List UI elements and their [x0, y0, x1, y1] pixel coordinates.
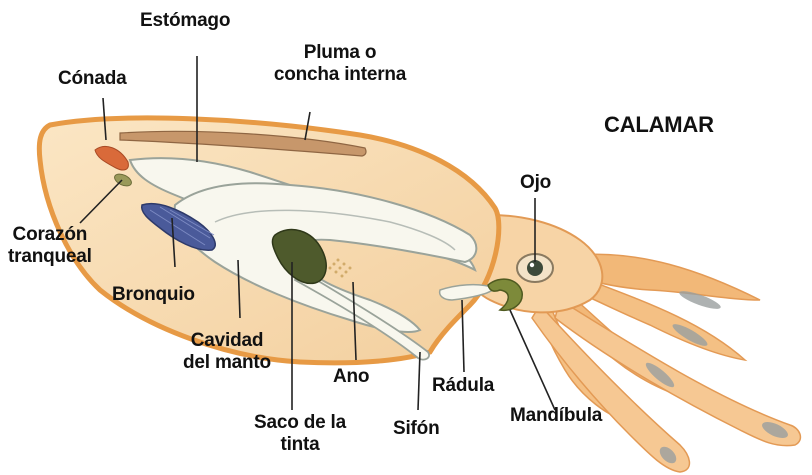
label-bronquio: Bronquio [112, 284, 195, 306]
label-mandibula: Mandíbula [510, 405, 602, 427]
label-cavidad-line2: del manto [168, 352, 286, 374]
label-corazon: Corazón tranqueal [8, 224, 92, 268]
label-conada: Cónada [58, 68, 126, 90]
label-saco-line1: Saco de la [240, 412, 360, 434]
label-corazon-line2: tranqueal [8, 246, 92, 268]
label-corazon-line1: Corazón [8, 224, 92, 246]
label-saco: Saco de la tinta [240, 412, 360, 456]
label-pluma-line1: Pluma o [270, 42, 410, 64]
diagram-title: CALAMAR [604, 114, 714, 136]
label-radula: Rádula [432, 375, 494, 397]
label-saco-line2: tinta [240, 434, 360, 456]
label-cavidad: Cavidad del manto [168, 330, 286, 374]
label-pluma: Pluma o concha interna [270, 42, 410, 86]
label-pluma-line2: concha interna [270, 64, 410, 86]
label-ojo: Ojo [520, 172, 551, 194]
label-estomago: Estómago [140, 10, 230, 32]
label-cavidad-line1: Cavidad [168, 330, 286, 352]
label-ano: Ano [333, 366, 369, 388]
label-sifon: Sifón [393, 418, 440, 440]
